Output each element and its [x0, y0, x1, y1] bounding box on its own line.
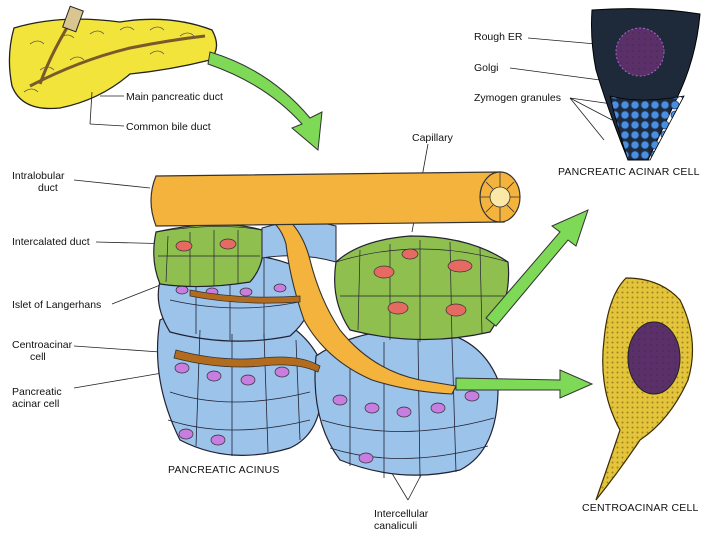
- caption-pancreatic-acinar-cell: PANCREATIC ACINAR CELL: [558, 166, 700, 178]
- islet-right: [334, 235, 510, 341]
- arrow-to-acinus: [207, 51, 323, 151]
- label-centroacinar: Centroacinar: [12, 339, 73, 351]
- arrow-to-centroacinar-cell: [455, 369, 594, 399]
- acinar-cell-detail: [591, 8, 701, 161]
- label-pancreatic: Pancreatic: [12, 386, 62, 398]
- pancreas-organ: [8, 5, 218, 110]
- label-intralobular-duct: duct: [38, 182, 58, 194]
- label-main-pancreatic-duct: Main pancreatic duct: [126, 91, 223, 103]
- caption-centroacinar-cell: CENTROACINAR CELL: [582, 502, 699, 514]
- caption-pancreatic-acinus: PANCREATIC ACINUS: [168, 464, 280, 476]
- label-rough-er: Rough ER: [474, 31, 523, 43]
- label-intercellular: Intercellular: [374, 508, 429, 520]
- main-pancreatic-duct-path: [29, 34, 206, 88]
- islet-left: [153, 223, 265, 288]
- label-acinar-cell: acinar cell: [12, 398, 60, 410]
- intralobular-duct: [150, 171, 505, 227]
- label-common-bile-duct: Common bile duct: [126, 121, 211, 133]
- label-islet-of-langerhans: Islet of Langerhans: [12, 299, 102, 311]
- label-intralobular: Intralobular: [12, 170, 65, 182]
- label-centroacinar-cell: cell: [30, 351, 46, 363]
- label-intercalated-duct: Intercalated duct: [12, 236, 90, 248]
- acinus-cluster: [150, 171, 521, 479]
- label-canaliculi: canaliculi: [374, 520, 418, 532]
- arrow-to-acinar-cell: [485, 209, 589, 327]
- centroacinar-cell-detail: [595, 277, 694, 501]
- canaliculi: [173, 289, 321, 373]
- label-golgi: Golgi: [474, 62, 499, 74]
- label-zymogen-granules: Zymogen granules: [474, 92, 561, 104]
- label-capillary: Capillary: [412, 132, 453, 144]
